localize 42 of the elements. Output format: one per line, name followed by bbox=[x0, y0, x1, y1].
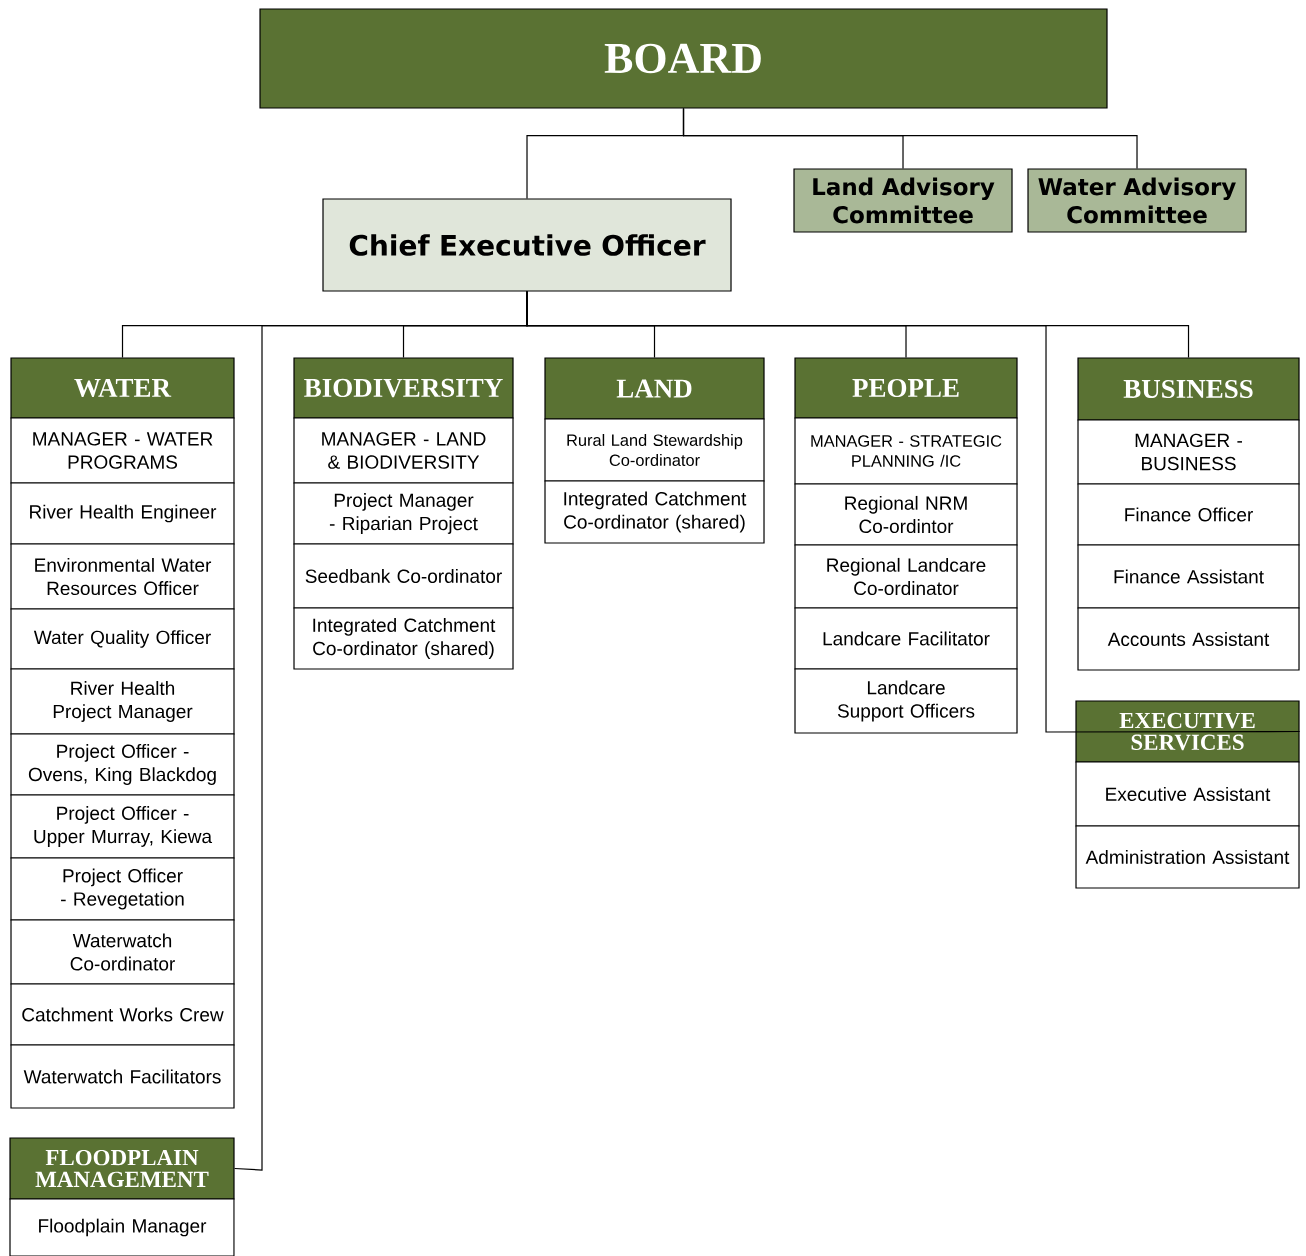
position-box: MANAGER - LAND & BIODIVERSITY bbox=[293, 417, 514, 484]
position-box: Finance Officer bbox=[1077, 483, 1300, 546]
position-box: Waterwatch Facilitators bbox=[10, 1044, 235, 1109]
department-header: BUSINESS bbox=[1077, 357, 1300, 421]
position-box: Project Officer - Revegetation bbox=[10, 857, 235, 921]
position-box: Finance Assistant bbox=[1077, 544, 1300, 609]
position-box: Administration Assistant bbox=[1075, 825, 1300, 889]
department-header: PEOPLE bbox=[794, 357, 1018, 419]
position-box: River Health Engineer bbox=[10, 482, 235, 545]
position-box: Catchment Works Crew bbox=[10, 983, 235, 1046]
position-box: Rural Land Stewardship Co-ordinator bbox=[544, 418, 765, 482]
position-box: Landcare Support Officers bbox=[794, 668, 1018, 734]
department-header: EXECUTIVE SERVICES bbox=[1075, 700, 1300, 763]
position-box: Landcare Facilitator bbox=[794, 607, 1018, 670]
position-box: Project Manager - Riparian Project bbox=[293, 482, 514, 545]
position-box: Integrated Catchment Co-ordinator (shared) bbox=[293, 607, 514, 670]
department-header: LAND bbox=[544, 357, 765, 420]
position-box: Executive Assistant bbox=[1075, 761, 1300, 827]
position-box: Environmental Water Resources Officer bbox=[10, 543, 235, 610]
position-box: River Health Project Manager bbox=[10, 668, 235, 735]
position-box: Integrated Catchment Co-ordinator (shared) bbox=[544, 480, 765, 544]
position-box: Regional NRM Co-ordintor bbox=[794, 483, 1018, 546]
position-box: Project Officer - Upper Murray, Kiewa bbox=[10, 794, 235, 859]
position-box: MANAGER - BUSINESS bbox=[1077, 419, 1300, 485]
position-box: Seedbank Co-ordinator bbox=[293, 543, 514, 609]
department-header: BIODIVERSITY bbox=[293, 357, 514, 419]
title-box: BOARD bbox=[259, 8, 1108, 109]
connector-line bbox=[234, 291, 528, 1171]
executive-box: Chief Executive Officer bbox=[322, 198, 732, 292]
position-box: Waterwatch Co-ordinator bbox=[10, 919, 235, 985]
department-header: WATER bbox=[10, 357, 235, 419]
position-box: Water Quality Officer bbox=[10, 608, 235, 670]
position-box: Floodplain Manager bbox=[9, 1198, 235, 1256]
position-box: MANAGER - WATER PROGRAMS bbox=[10, 417, 235, 484]
department-header: FLOODPLAIN MANAGEMENT bbox=[9, 1137, 235, 1200]
committee-box: Land Advisory Committee bbox=[793, 168, 1013, 233]
position-box: Project Officer - Ovens, King Blackdog bbox=[10, 733, 235, 796]
position-box: MANAGER - STRATEGIC PLANNING /IC bbox=[794, 417, 1018, 485]
connector-line bbox=[682, 108, 1138, 169]
position-box: Accounts Assistant bbox=[1077, 607, 1300, 671]
committee-box: Water Advisory Committee bbox=[1027, 168, 1247, 233]
position-box: Regional Landcare Co-ordinator bbox=[794, 544, 1018, 609]
